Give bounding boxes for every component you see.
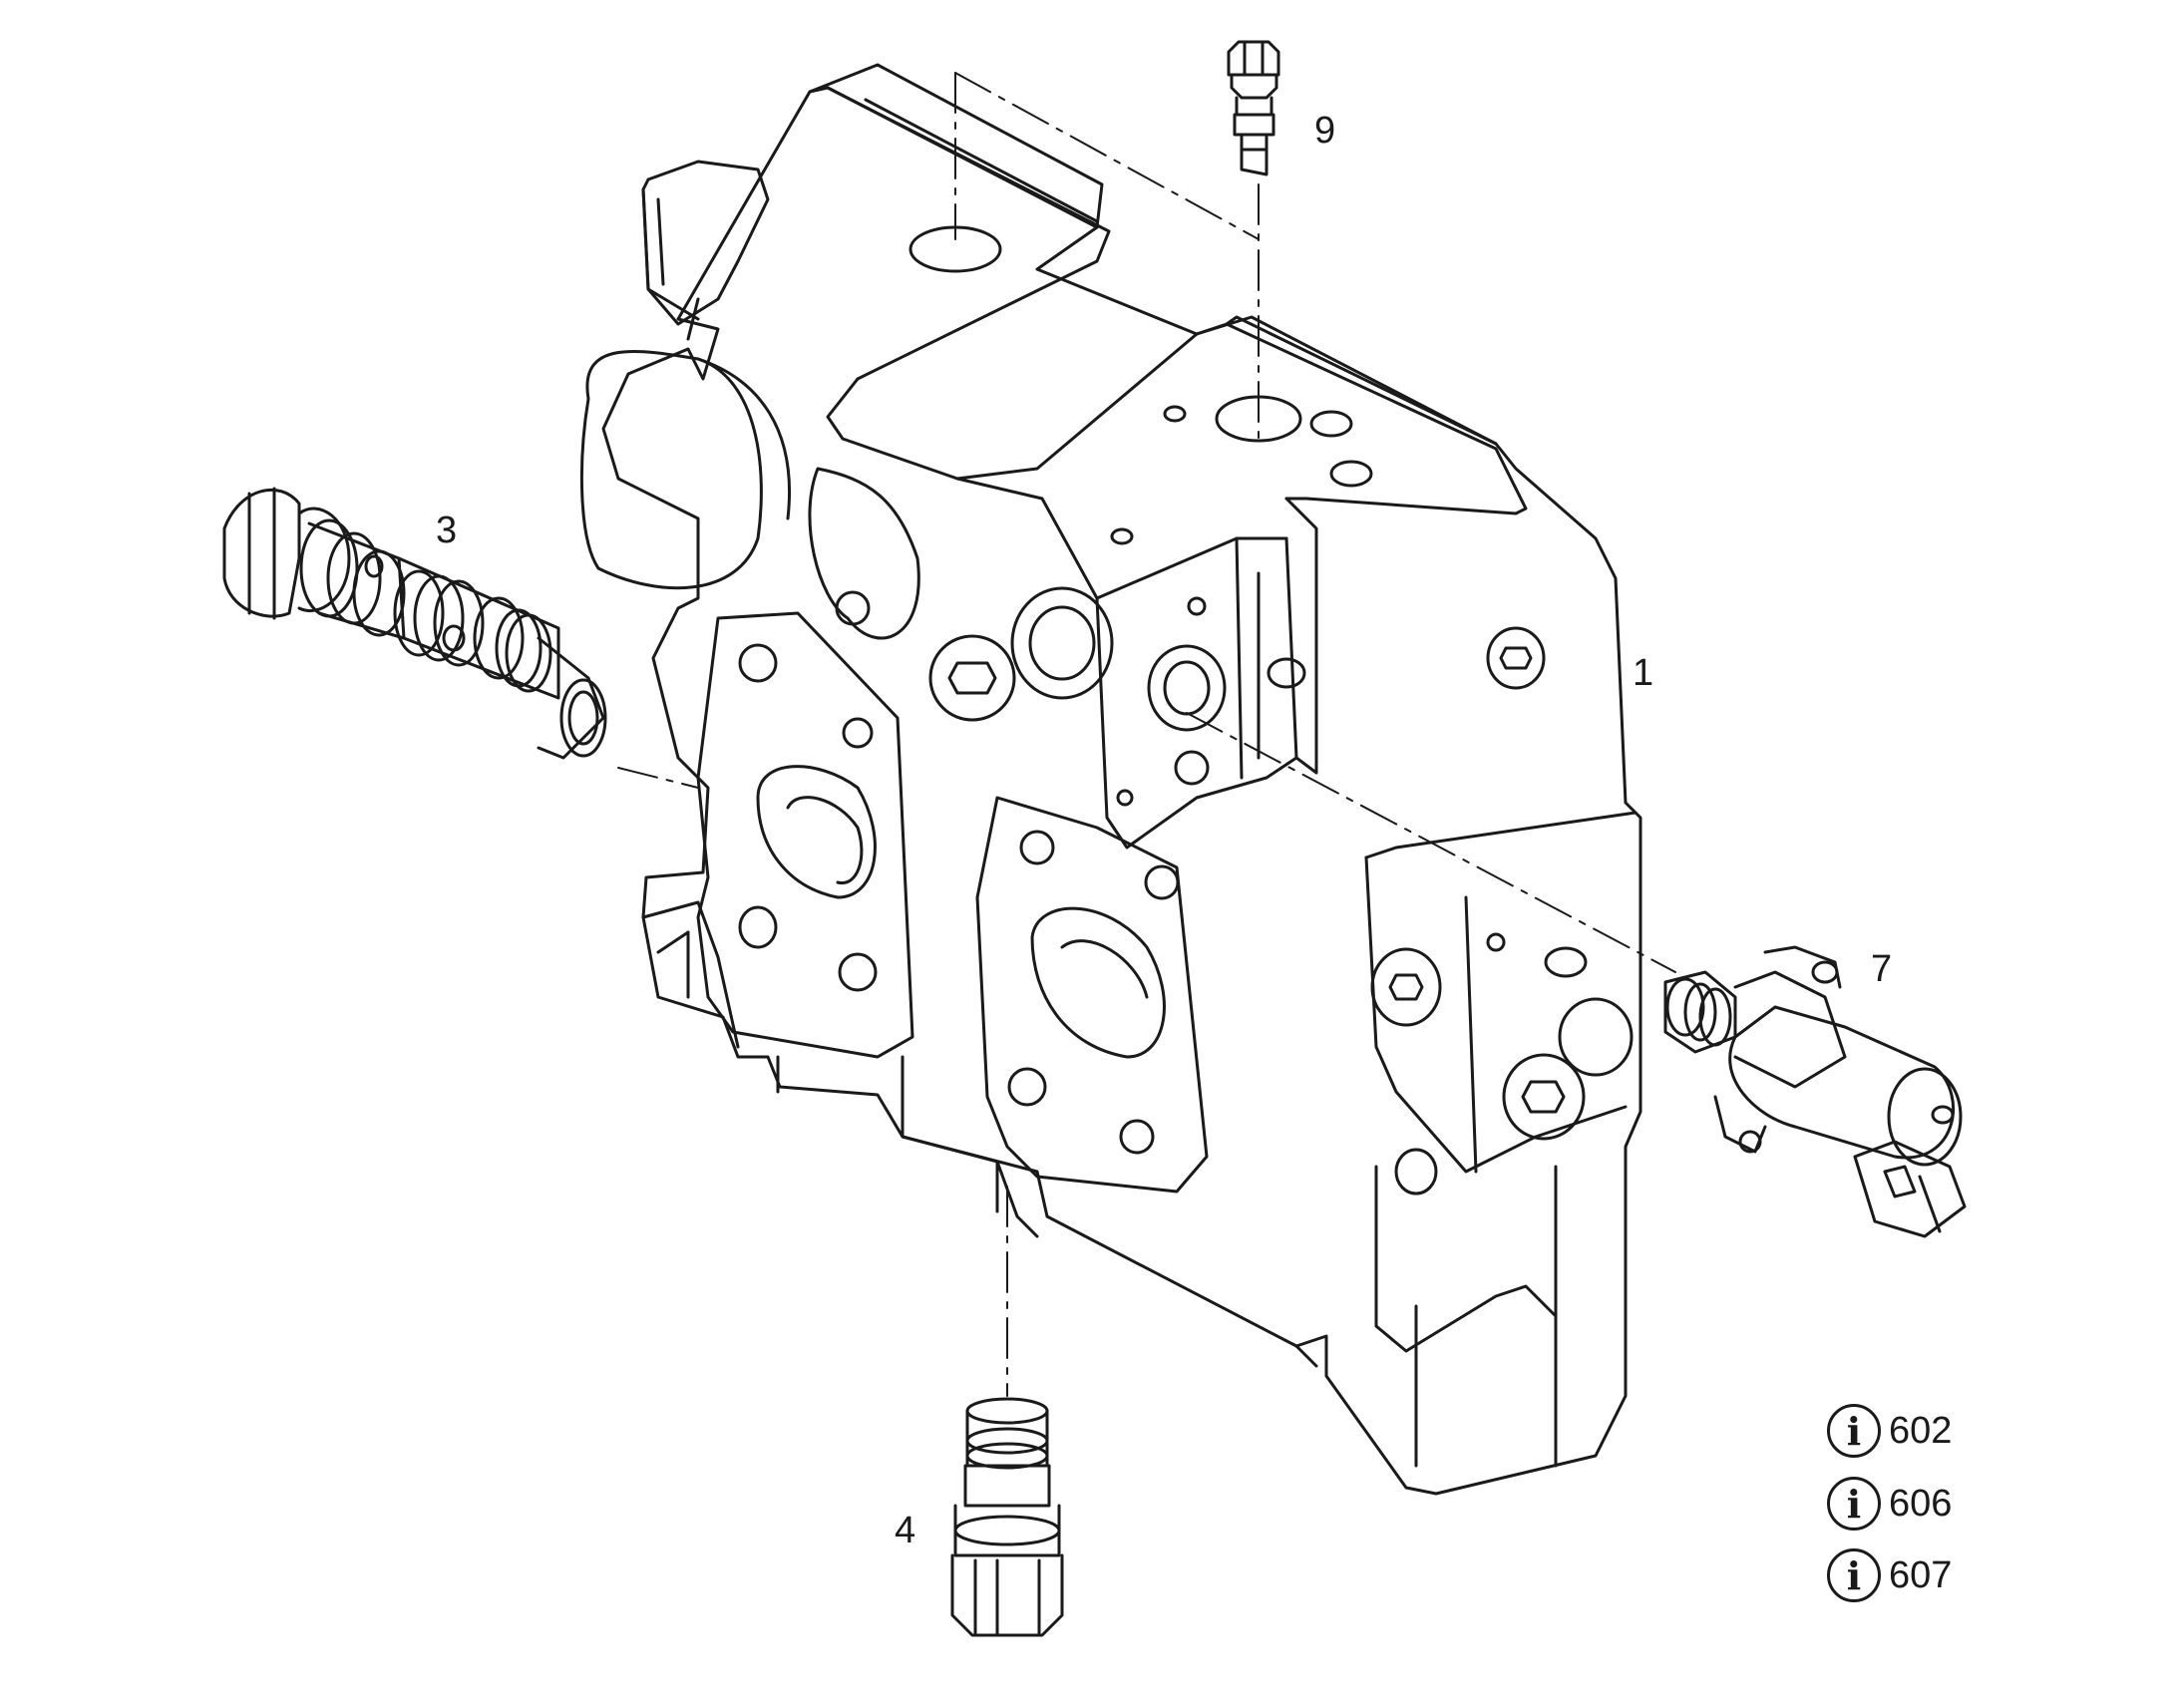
cartridge-valve-part bbox=[222, 487, 607, 760]
callout-cartridge-valve: 3 bbox=[436, 510, 458, 551]
info-icon: i bbox=[1827, 1404, 1881, 1458]
info-reference-number: 607 bbox=[1889, 1553, 1953, 1596]
info-reference-607[interactable]: i 607 bbox=[1827, 1545, 1952, 1605]
callout-housing: 1 bbox=[1633, 652, 1654, 694]
info-reference-number: 602 bbox=[1889, 1409, 1953, 1452]
info-icon: i bbox=[1827, 1548, 1881, 1602]
info-reference-606[interactable]: i 606 bbox=[1827, 1474, 1952, 1534]
check-valve-part bbox=[950, 1397, 1064, 1637]
assembly-axis-lines bbox=[617, 72, 1676, 1397]
valve-housing bbox=[579, 63, 1642, 1496]
solenoid-valve-part bbox=[1663, 945, 1967, 1238]
info-icon: i bbox=[1827, 1477, 1881, 1531]
info-reference-number: 606 bbox=[1889, 1482, 1953, 1525]
callout-check-valve: 4 bbox=[895, 1510, 916, 1551]
top-plug-part bbox=[1227, 40, 1280, 176]
callout-solenoid-valve: 7 bbox=[1871, 948, 1893, 990]
callout-top-plug: 9 bbox=[1314, 110, 1336, 152]
info-reference-602[interactable]: i 602 bbox=[1827, 1401, 1952, 1461]
